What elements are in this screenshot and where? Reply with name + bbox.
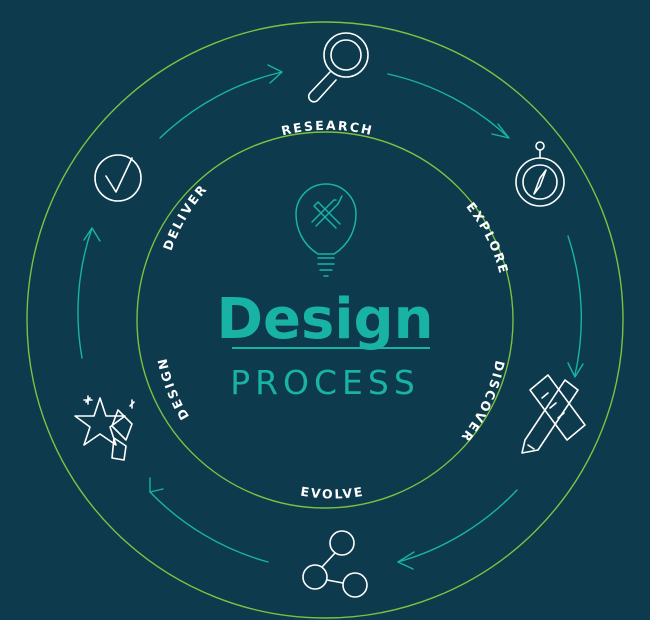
magnifier-icon	[307, 32, 369, 103]
arrow-design-to-deliver	[77, 227, 101, 359]
stage-label-explore: EXPLORE	[463, 199, 511, 276]
inner-ring	[136, 131, 514, 509]
stage-label-research: RESEARCH	[280, 118, 375, 139]
stage-label-evolve: EVOLVE	[300, 484, 366, 502]
cycle-arrows	[77, 64, 584, 570]
pen-nib-star-icon	[74, 395, 135, 461]
outer-ring	[26, 21, 624, 619]
center-title: Design	[217, 287, 434, 352]
center-subtitle: PROCESS	[230, 363, 420, 402]
lightbulb-pencil-brush-icon	[295, 183, 357, 277]
share-nodes-icon	[302, 530, 368, 598]
arrow-evolve-to-design	[149, 477, 269, 563]
stage-label-design: DESIGN	[154, 355, 192, 422]
arrow-discover-to-evolve	[397, 489, 518, 570]
pencil-ruler-icon	[521, 374, 586, 454]
checkmark-circle-icon	[94, 154, 142, 202]
arrow-explore-to-discover	[567, 235, 584, 378]
compass-icon	[515, 141, 565, 207]
arrow-deliver-to-research	[159, 64, 283, 139]
arrow-research-to-explore	[387, 73, 510, 139]
stage-label-discover: DISCOVER	[458, 359, 508, 446]
